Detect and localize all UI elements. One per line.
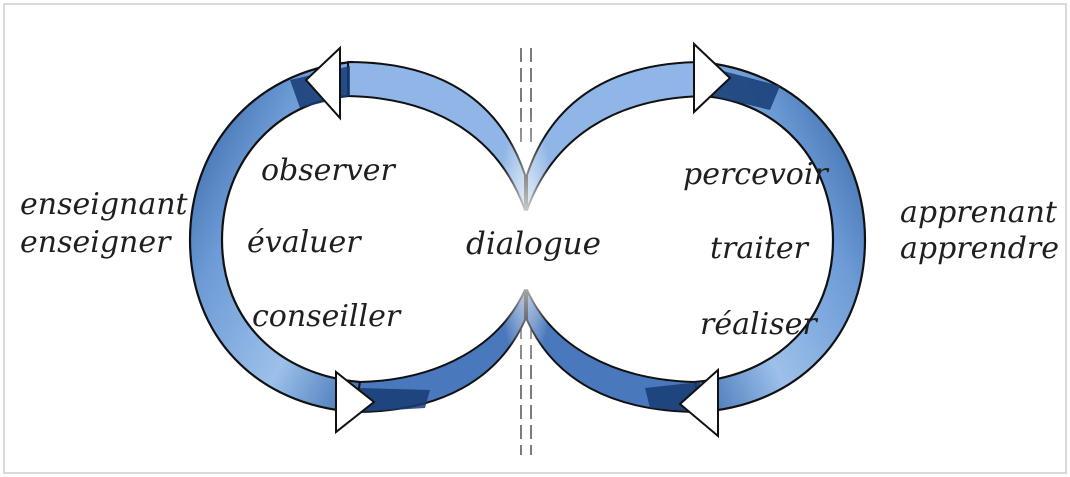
left-action-evaluer: évaluer [247, 225, 362, 260]
right-action-realiser: réaliser [700, 307, 818, 342]
center-label-dialogue: dialogue [466, 226, 601, 262]
left-role-line1: enseignant [20, 187, 189, 222]
right-role-line1: apprenant [900, 195, 1058, 230]
left-action-observer: observer [261, 153, 396, 188]
right-role-line2: apprendre [900, 231, 1059, 266]
left-top-arrowhead [306, 48, 340, 118]
right-bottom-arrowhead [680, 370, 718, 436]
left-action-conseiller: conseiller [252, 299, 402, 334]
left-role-line2: enseigner [20, 225, 172, 260]
right-action-traiter: traiter [710, 231, 810, 266]
right-top-arrowhead [694, 44, 730, 112]
right-action-percevoir: percevoir [683, 157, 829, 192]
